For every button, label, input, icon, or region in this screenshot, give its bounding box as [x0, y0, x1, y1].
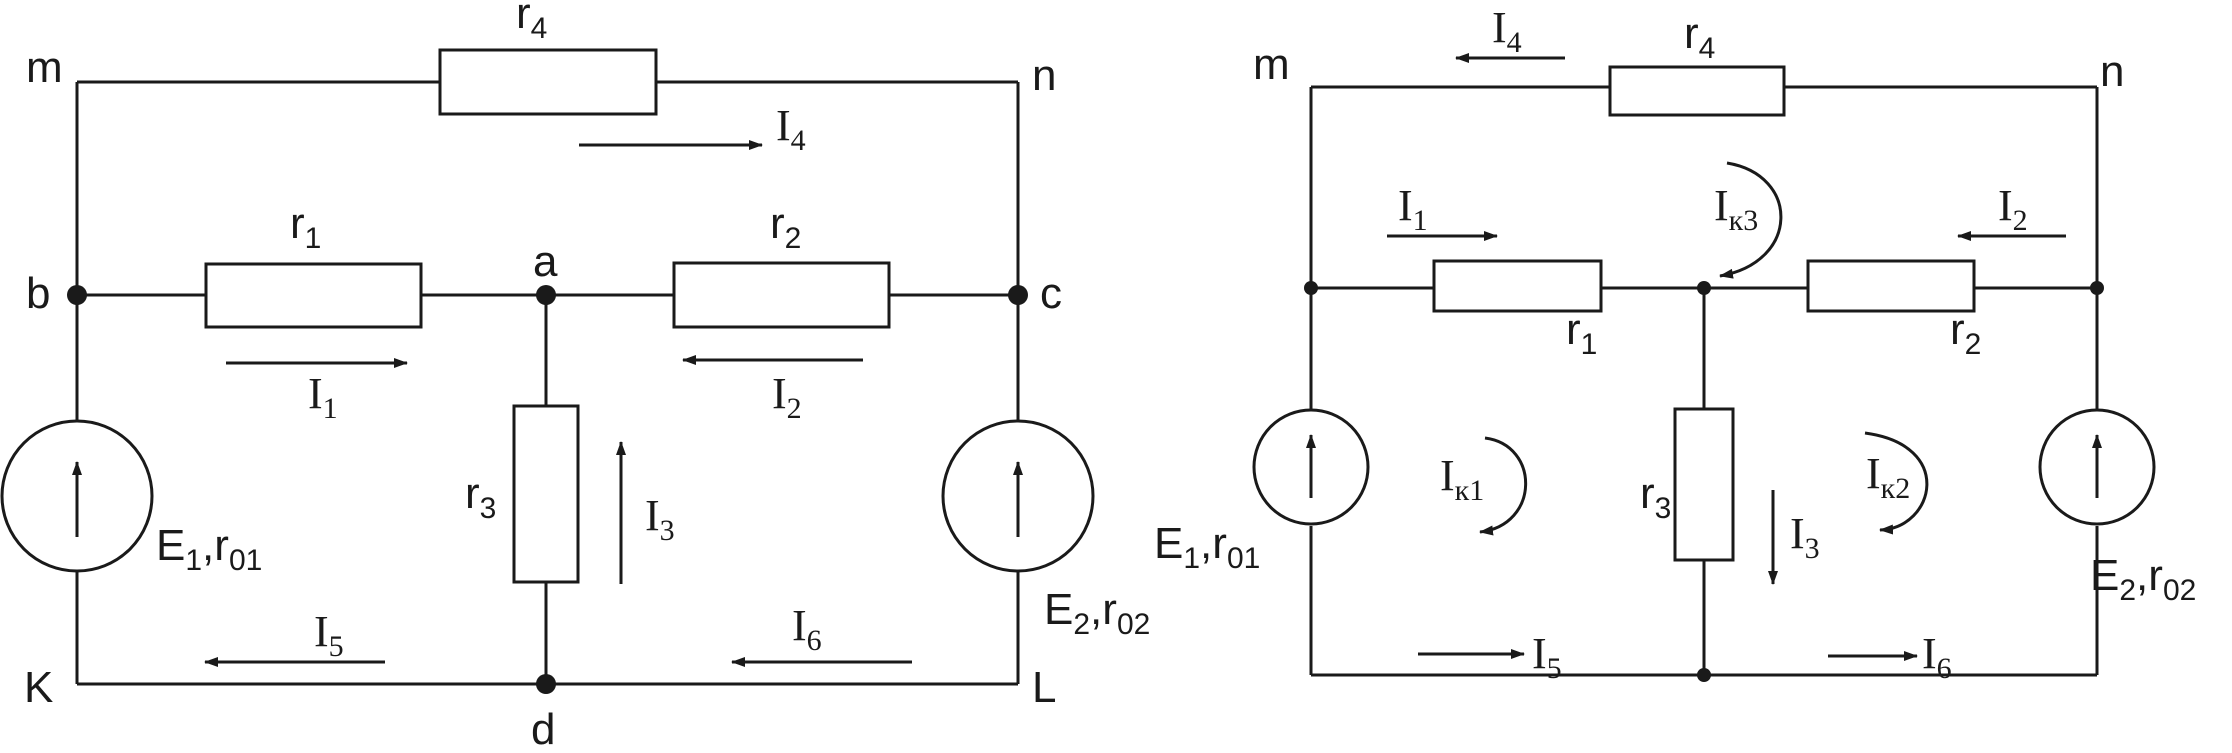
- node-label-L: L: [1032, 663, 1056, 712]
- node-label-m: m: [26, 43, 63, 92]
- label-r2-right: r2: [1950, 305, 1981, 361]
- label-r3: r3: [465, 469, 496, 525]
- label-e1-r01-right: E1,r01: [1154, 519, 1260, 575]
- label-i3: I3: [645, 491, 675, 547]
- junction-dot-center-right: [1697, 281, 1711, 295]
- label-i5: I5: [314, 607, 344, 663]
- label-ik1: Iк1: [1440, 451, 1484, 507]
- label-i6: I6: [792, 601, 822, 657]
- label-e2-r02-right: E2,r02: [2090, 551, 2196, 607]
- label-i2-right: I2: [1998, 181, 2028, 237]
- voltage-source-e2-right: [2038, 408, 2156, 526]
- label-r1-right: r1: [1566, 305, 1597, 361]
- left-wires: [75, 80, 1020, 686]
- label-i4-right: I4: [1492, 3, 1522, 59]
- junction-dot-left-right: [1304, 281, 1318, 295]
- label-ik2: Iк2: [1866, 449, 1910, 505]
- resistor-r3: [512, 404, 580, 584]
- junction-dot-b: [67, 285, 87, 305]
- node-label-b: b: [26, 269, 50, 318]
- junction-dot-d: [536, 674, 556, 694]
- label-ik3: Iк3: [1714, 181, 1758, 237]
- junction-dot-a: [536, 285, 556, 305]
- label-e1-r01: E1,r01: [156, 521, 262, 577]
- label-e2-r02: E2,r02: [1044, 585, 1150, 641]
- resistor-r1: [204, 262, 423, 329]
- junction-dot-rightnode-right: [2090, 281, 2104, 295]
- label-r4-right: r4: [1684, 9, 1715, 65]
- node-label-m-right: m: [1253, 40, 1290, 89]
- node-label-K: K: [24, 663, 53, 712]
- label-r4: r4: [516, 0, 547, 45]
- right-wires: [1309, 85, 2099, 677]
- label-i2: I2: [772, 369, 802, 425]
- label-i1: I1: [308, 369, 338, 425]
- loop-arrow-ik1: [1479, 436, 1528, 536]
- label-i6-right: I6: [1922, 629, 1952, 685]
- label-r3-right: r3: [1640, 469, 1671, 525]
- left-circuit: m n b a c K L d r4 r1 r2 r3 I4 I1 I2 I3 …: [0, 0, 1150, 753]
- node-label-n-right: n: [2100, 47, 2124, 96]
- resistor-r1-right: [1432, 259, 1603, 313]
- label-i4: I4: [776, 101, 806, 157]
- resistor-r3-right: [1673, 407, 1735, 562]
- node-label-a: a: [533, 237, 558, 286]
- resistor-r4-right: [1608, 65, 1786, 117]
- junction-dot-bottom-right: [1697, 668, 1711, 682]
- loop-arrow-ik3: [1719, 161, 1783, 279]
- right-circuit: m n r4 r1 r2 r3 I4 I1 I2 I3 I5 I6 Iк1 Iк…: [1154, 3, 2196, 685]
- resistor-r2: [672, 261, 891, 329]
- junction-dot-c: [1008, 285, 1028, 305]
- node-label-d: d: [531, 705, 555, 753]
- label-r2: r2: [770, 199, 801, 255]
- node-label-c: c: [1040, 269, 1062, 318]
- label-i5-right: I5: [1532, 629, 1562, 685]
- label-i3-right: I3: [1790, 509, 1820, 565]
- node-label-n: n: [1032, 51, 1056, 100]
- label-r1: r1: [290, 199, 321, 255]
- voltage-source-e2: [941, 419, 1095, 573]
- label-i1-right: I1: [1398, 181, 1428, 237]
- resistor-r4: [438, 48, 658, 116]
- voltage-source-e1-right: [1252, 408, 1370, 526]
- loop-arrow-ik2: [1864, 431, 1929, 535]
- voltage-source-e1: [0, 419, 154, 573]
- resistor-r2-right: [1806, 259, 1976, 313]
